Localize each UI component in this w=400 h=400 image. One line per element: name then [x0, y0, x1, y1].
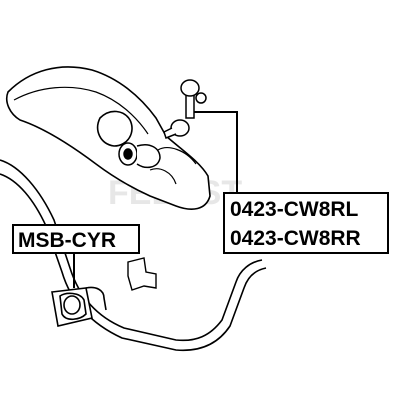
part-number-label-link: 0423-CW8RL 0423-CW8RR: [223, 192, 389, 254]
control-arm: [5, 66, 211, 210]
leader-lines: [73, 111, 238, 288]
stabilizer-bar: [0, 159, 267, 352]
bracket-clamp: [127, 257, 157, 291]
part-number-left: 0423-CW8RL: [230, 198, 359, 221]
stabilizer-bushing: [51, 286, 107, 327]
stabilizer-link: [163, 79, 236, 139]
arm-bushing: [118, 142, 161, 169]
part-number-right: 0423-CW8RR: [230, 227, 361, 250]
part-number-label-bushing: MSB-CYR: [12, 224, 140, 254]
